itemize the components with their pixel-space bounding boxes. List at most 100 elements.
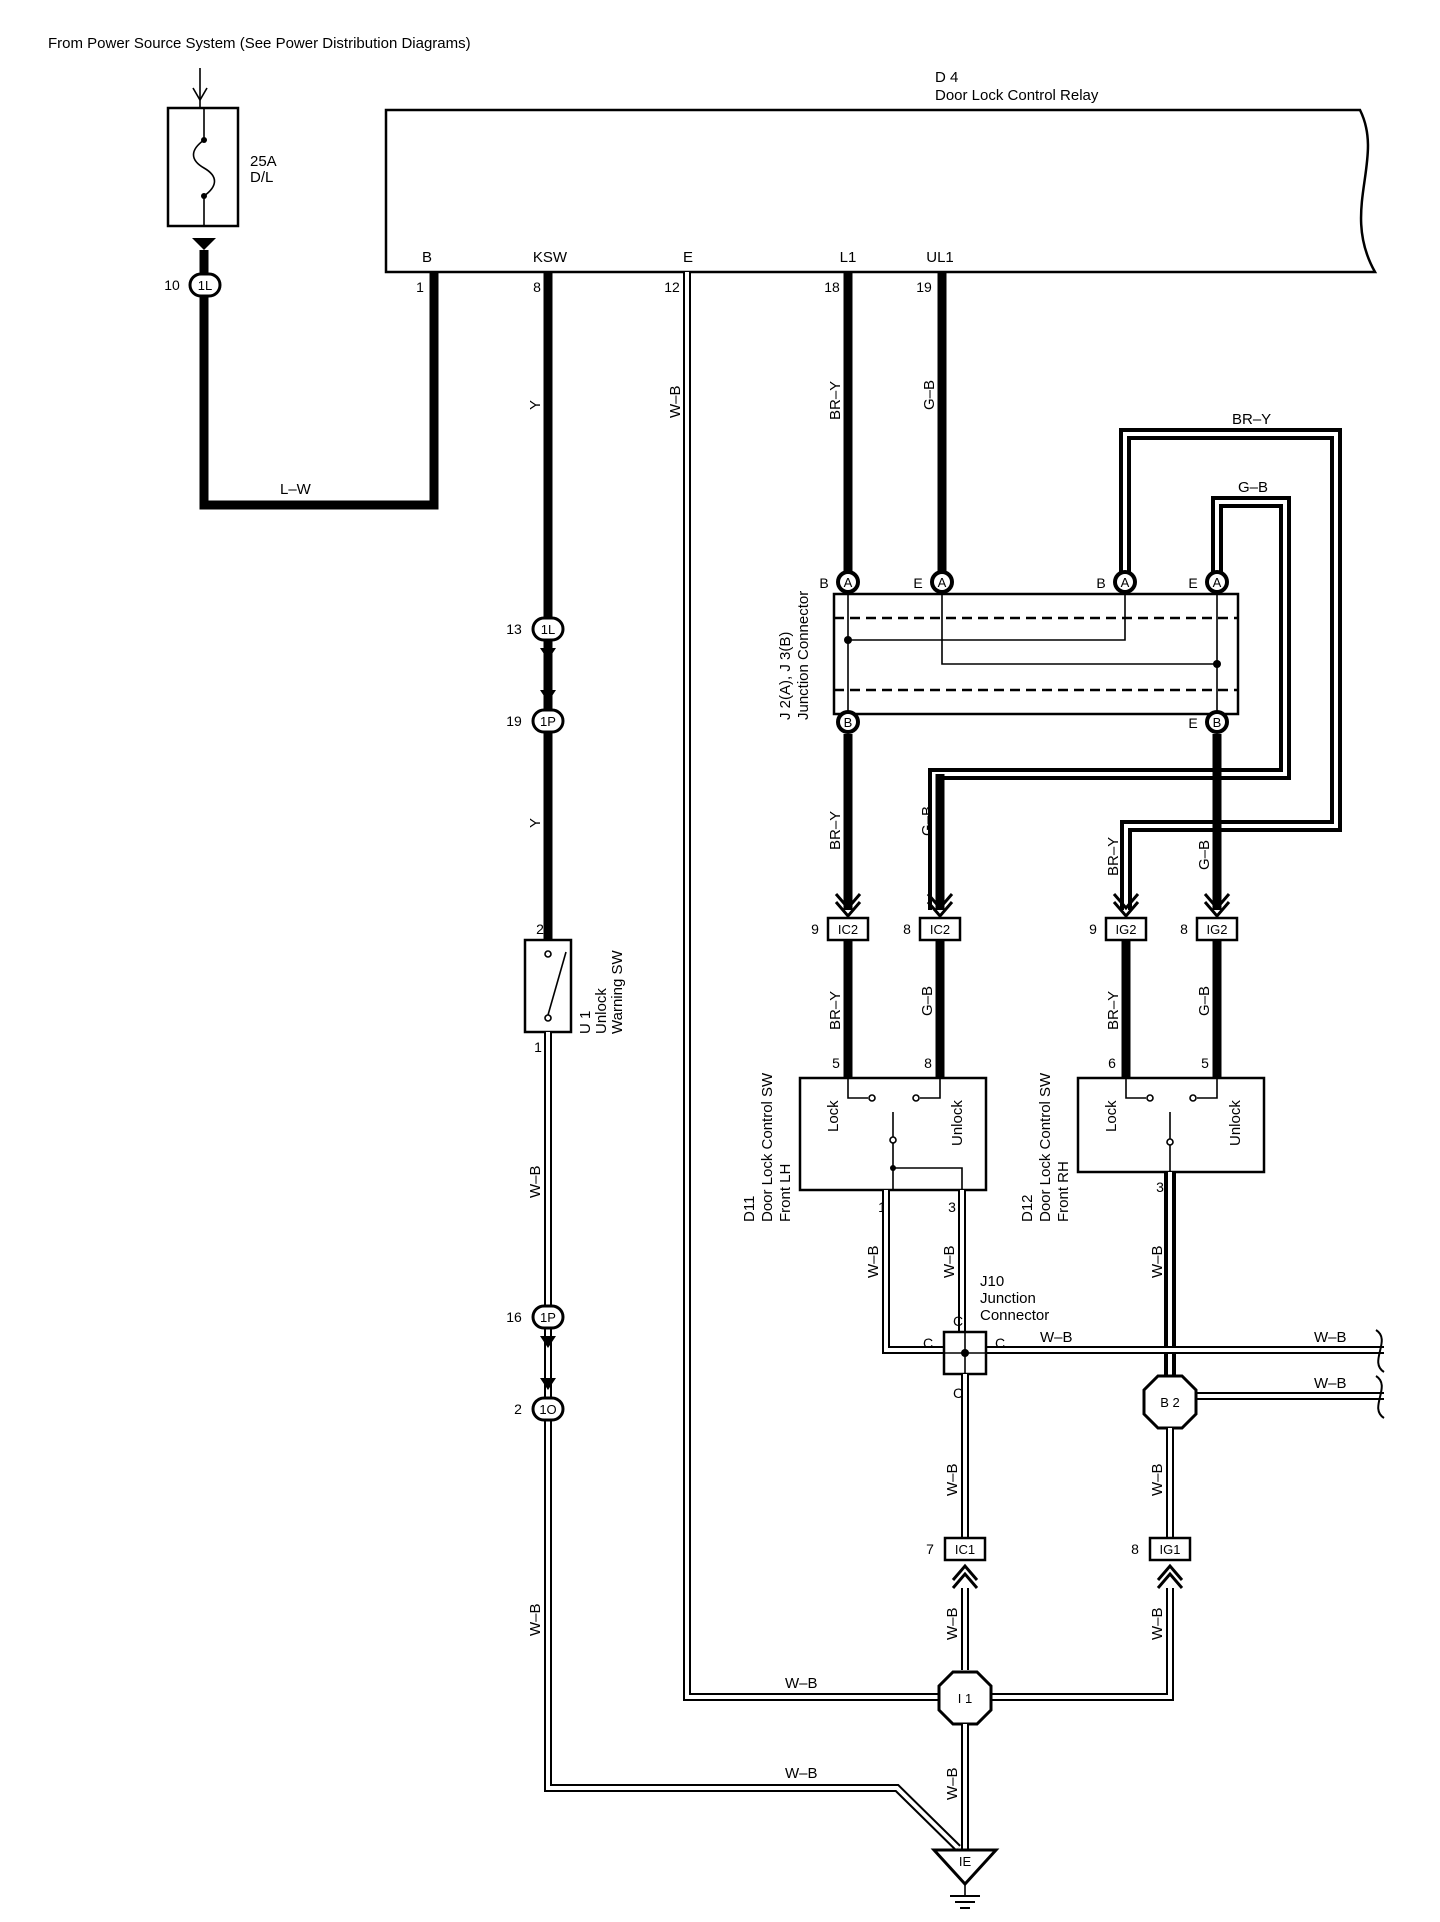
- wire-label-gb-3: G–B: [1196, 840, 1213, 870]
- pin-circle-a-3: A: [1113, 570, 1137, 594]
- wire-wb-d11-pin1: [882, 1190, 945, 1354]
- wire-label-wb-right-1: W–B: [1314, 1329, 1347, 1346]
- power-source-label: From Power Source System (See Power Dist…: [48, 35, 471, 52]
- svg-text:E: E: [913, 575, 922, 591]
- svg-text:C: C: [953, 1385, 963, 1401]
- wire-label-gb-4: G–B: [919, 986, 936, 1016]
- svg-text:5: 5: [1201, 1055, 1209, 1071]
- svg-text:IG2: IG2: [1207, 922, 1228, 937]
- svg-text:B: B: [844, 715, 853, 730]
- d11-lock-label: Lock: [825, 1100, 842, 1132]
- svg-text:A: A: [844, 575, 853, 590]
- wire-label-gb-5: G–B: [1196, 986, 1213, 1016]
- svg-text:B 2: B 2: [1160, 1395, 1180, 1410]
- u1-name1: Unlock: [593, 988, 610, 1034]
- wire-label-wb-u1-2: W–B: [527, 1603, 544, 1636]
- svg-text:1L: 1L: [541, 622, 555, 637]
- connector-ig1: [1148, 1536, 1192, 1562]
- power-arrow-icon: [192, 87, 208, 102]
- wire-label-wb-ig1: W–B: [1149, 1607, 1166, 1640]
- d12-id: D12: [1019, 1194, 1036, 1222]
- svg-text:8: 8: [1180, 921, 1188, 937]
- pin-circle-a-2: A: [930, 570, 954, 594]
- relay-pin-num-1: 1: [416, 279, 424, 295]
- svg-text:8: 8: [1131, 1541, 1139, 1557]
- svg-text:8: 8: [924, 1055, 932, 1071]
- svg-text:5: 5: [832, 1055, 840, 1071]
- relay-pin-b: B: [422, 249, 432, 266]
- relay-pin-e: E: [683, 249, 693, 266]
- wire-label-lw: L–W: [280, 481, 312, 498]
- svg-text:E: E: [1188, 715, 1197, 731]
- fuse-rating: 25A: [250, 153, 277, 170]
- wire-label-wb-d11-1: W–B: [865, 1245, 882, 1278]
- wire-label-wb-j10: W–B: [1040, 1329, 1073, 1346]
- wire-label-y-1: Y: [527, 400, 544, 410]
- u1-id: U 1: [577, 1011, 594, 1034]
- wire-label-bry-loop: BR–Y: [1232, 411, 1271, 428]
- relay-box: [384, 108, 1378, 274]
- j10-name1: Junction: [980, 1290, 1036, 1307]
- svg-text:10: 10: [164, 277, 180, 293]
- arrow-down-icon: [540, 648, 556, 702]
- relay-name: Door Lock Control Relay: [935, 87, 1099, 104]
- svg-text:1: 1: [534, 1039, 542, 1055]
- connector-1o-wb: 1O: [531, 1396, 565, 1422]
- relay-pin-num-8: 8: [533, 279, 541, 295]
- wire-label-bry-2: BR–Y: [827, 811, 844, 850]
- arrow-down-icon: [540, 1336, 556, 1390]
- svg-text:C: C: [923, 1335, 933, 1351]
- d12-name1: Door Lock Control SW: [1037, 1072, 1054, 1222]
- connector-1p-y: 1P: [531, 708, 565, 734]
- junction-j2-j3-type: Junction Connector: [795, 591, 812, 720]
- svg-text:13: 13: [506, 621, 522, 637]
- connector-1l-y: 1L: [531, 616, 565, 642]
- wire-label-bry-3: BR–Y: [1105, 837, 1122, 876]
- svg-text:2: 2: [514, 1401, 522, 1417]
- svg-text:1O: 1O: [539, 1402, 556, 1417]
- relay-pin-num-12: 12: [664, 279, 680, 295]
- d12-lock-label: Lock: [1103, 1100, 1120, 1132]
- switch-d12: [1076, 1076, 1266, 1174]
- svg-text:A: A: [1213, 575, 1222, 590]
- svg-text:3: 3: [948, 1199, 956, 1215]
- svg-text:1P: 1P: [540, 714, 556, 729]
- svg-text:B: B: [819, 575, 828, 591]
- relay-pin-ksw: KSW: [533, 249, 568, 266]
- wire-wb-ig1-i1: [990, 1588, 1174, 1701]
- svg-text:A: A: [938, 575, 947, 590]
- wire-label-wb-j10-ic1: W–B: [944, 1463, 961, 1496]
- svg-text:19: 19: [506, 713, 522, 729]
- unlock-switch-contact: [547, 951, 567, 1016]
- wire-label-wb-d11-2: W–B: [941, 1245, 958, 1278]
- svg-text:C: C: [953, 1313, 963, 1329]
- unlock-warning-switch: [523, 938, 573, 1034]
- svg-text:IG2: IG2: [1116, 922, 1137, 937]
- svg-text:7: 7: [926, 1541, 934, 1557]
- wire-label-bry-5: BR–Y: [1105, 991, 1122, 1030]
- svg-text:6: 6: [1108, 1055, 1116, 1071]
- wire-label-bry-1: BR–Y: [827, 381, 844, 420]
- svg-text:E: E: [1188, 575, 1197, 591]
- wire-label-wb-d12: W–B: [1149, 1245, 1166, 1278]
- wire-lw: [199, 250, 439, 510]
- relay-pin-num-19: 19: [916, 279, 932, 295]
- chevron-up-icon: [1156, 1563, 1184, 1589]
- d12-name2: Front RH: [1055, 1161, 1072, 1222]
- svg-text:IC2: IC2: [930, 922, 950, 937]
- chevron-down-icon: [1203, 893, 1231, 919]
- relay-pin-num-18: 18: [824, 279, 840, 295]
- chevron-down-icon: [926, 893, 954, 919]
- svg-text:2: 2: [536, 921, 544, 937]
- svg-text:3: 3: [1156, 1179, 1164, 1195]
- wire-label-bry-4: BR–Y: [827, 991, 844, 1030]
- svg-text:A: A: [1121, 575, 1130, 590]
- svg-text:IG1: IG1: [1160, 1542, 1181, 1557]
- u1-name2: Warning SW: [609, 950, 626, 1034]
- wire-label-wb-right-2: W–B: [1314, 1375, 1347, 1392]
- pin-circle-b-1: B: [836, 710, 860, 734]
- svg-text:C: C: [995, 1335, 1005, 1351]
- arrow-down-icon: [192, 238, 216, 250]
- relay-pin-l1: L1: [840, 249, 857, 266]
